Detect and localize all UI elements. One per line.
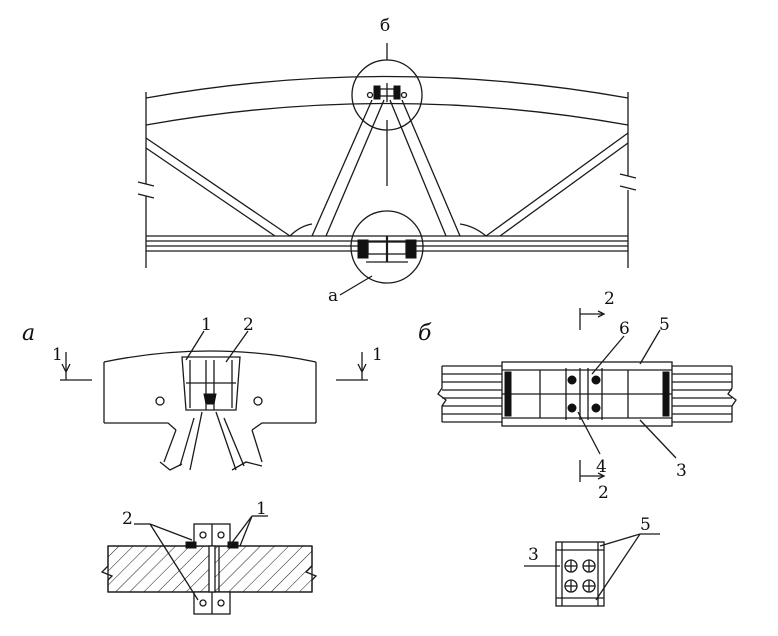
view-a-pos1: 1	[201, 315, 212, 335]
view-b-pos3: 3	[676, 461, 687, 481]
section-1-1	[100, 515, 318, 615]
view-a-section-left: 1	[52, 345, 63, 365]
view-b-pos5: 5	[659, 315, 670, 335]
view-a-section-right: 1	[372, 345, 383, 365]
view-a-pos2: 2	[243, 315, 254, 335]
detail-view-b	[437, 308, 737, 482]
view-b-section-bottom: 2	[598, 483, 609, 503]
detail-view-a	[60, 330, 368, 471]
view-b-pos4: 4	[596, 457, 607, 477]
section1-pos2: 2	[122, 509, 133, 529]
callout-label-b: б	[380, 16, 390, 36]
view-b-letter: б	[418, 321, 432, 346]
section2-pos5: 5	[640, 515, 651, 535]
truss-elevation	[137, 43, 637, 296]
callout-circle-a	[350, 210, 424, 284]
bolt-group	[564, 559, 596, 593]
view-b-pos6: 6	[619, 319, 630, 339]
view-b-section-top: 2	[604, 289, 615, 309]
section2-pos3: 3	[528, 545, 539, 565]
section1-pos1: 1	[256, 499, 267, 519]
view-a-letter: а	[22, 321, 35, 346]
callout-label-a: а	[328, 286, 338, 306]
section-2-2	[524, 533, 660, 607]
